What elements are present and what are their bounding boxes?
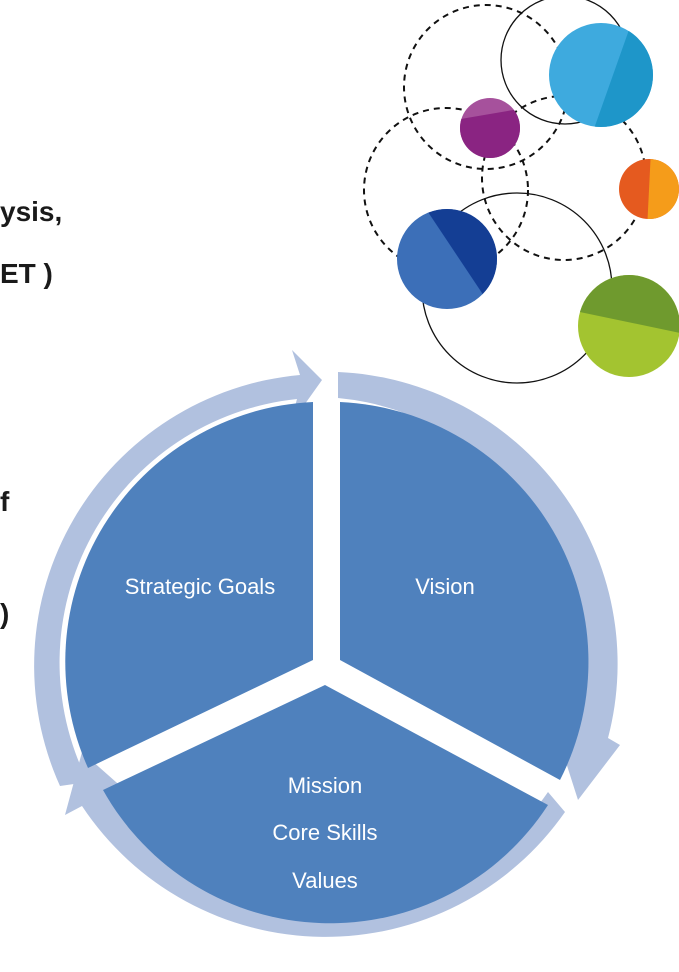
segment-strategic-goals bbox=[65, 402, 313, 768]
orange-dot bbox=[619, 159, 679, 219]
green-dot bbox=[578, 275, 679, 377]
text-fragment-paren: ) bbox=[0, 598, 10, 629]
text-fragment-analysis: ysis, bbox=[0, 196, 63, 227]
segment-mission bbox=[103, 685, 548, 924]
arrow-left-top bbox=[34, 350, 322, 786]
segment-vision bbox=[340, 402, 589, 780]
label-core-skills: Core Skills bbox=[272, 820, 377, 845]
purple-dot bbox=[460, 98, 520, 158]
dashed-ring-left bbox=[363, 107, 529, 273]
dark-blue-dot bbox=[397, 209, 497, 309]
label-mission: Mission bbox=[288, 773, 363, 798]
label-vision: Vision bbox=[415, 574, 475, 599]
light-blue-dot bbox=[549, 23, 653, 127]
arrow-top-right bbox=[338, 372, 620, 800]
label-values: Values bbox=[292, 868, 358, 893]
text-fragment-et: ET ) bbox=[0, 258, 53, 289]
text-fragment-f: f bbox=[0, 486, 10, 517]
label-strategic-goals: Strategic Goals bbox=[125, 574, 275, 599]
cycle-segments bbox=[65, 402, 589, 924]
